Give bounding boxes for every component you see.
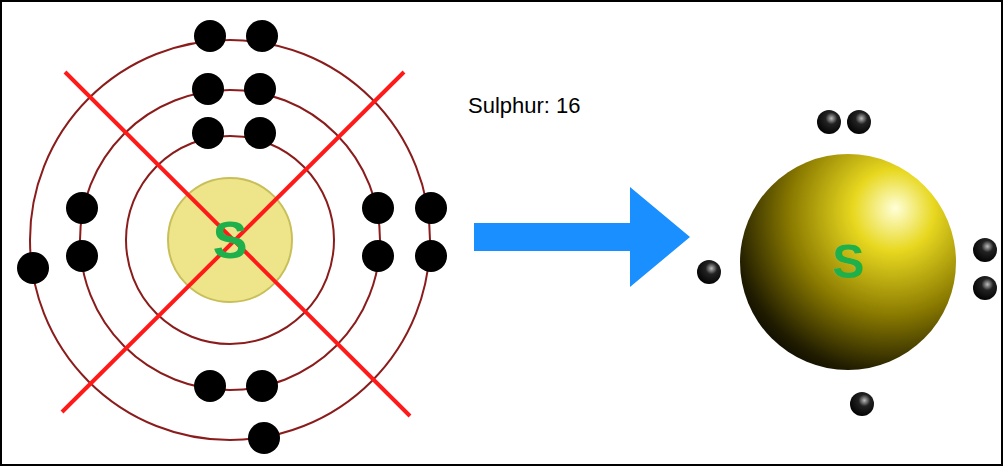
atom-node: S bbox=[740, 154, 956, 370]
bohr-model bbox=[17, 20, 447, 454]
atom-node: S bbox=[168, 178, 292, 302]
element-symbol: S bbox=[213, 214, 248, 266]
outer-shell bbox=[30, 40, 430, 440]
middle-shell bbox=[80, 90, 380, 390]
valence-electrons bbox=[697, 110, 997, 416]
cross-out bbox=[62, 72, 410, 416]
nucleus bbox=[168, 178, 292, 302]
valence-model bbox=[697, 110, 997, 416]
block-arrow bbox=[474, 187, 690, 287]
element-label: Sulphur: 16 bbox=[468, 94, 581, 118]
sulphur-sphere bbox=[740, 154, 956, 370]
electrons bbox=[17, 20, 447, 454]
inner-shell bbox=[126, 136, 334, 344]
element-symbol: S bbox=[832, 238, 864, 286]
